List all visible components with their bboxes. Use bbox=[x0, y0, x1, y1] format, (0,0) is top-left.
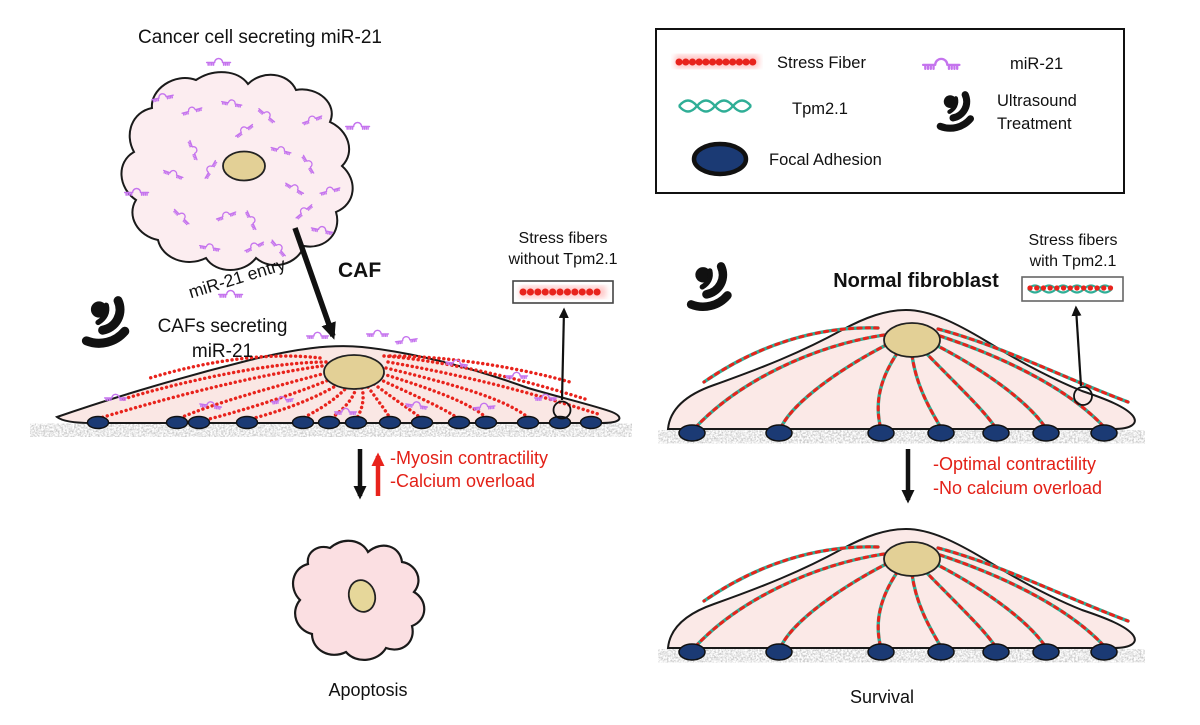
normal-fibroblast-label: Normal fibroblast bbox=[833, 270, 999, 292]
caf-effects-label: -Myosin contractility -Calcium overload bbox=[390, 448, 549, 491]
legend-mir21-label: miR-21 bbox=[1010, 55, 1064, 73]
survival-label: Survival bbox=[849, 687, 915, 707]
caf-nucleus bbox=[323, 354, 385, 390]
tpm21-icon bbox=[678, 99, 752, 113]
caf-focal-adhesions bbox=[86, 415, 603, 430]
mir21-entry-arrow bbox=[292, 227, 336, 340]
cancer-cell bbox=[120, 71, 354, 271]
apoptotic-cell-nucleus bbox=[347, 579, 377, 613]
ultrasound-icon-right bbox=[691, 266, 727, 306]
inset-right-label: Stress fibers with Tpm2.1 bbox=[1028, 232, 1118, 270]
cancer-cell-nucleus bbox=[222, 150, 266, 182]
caf-label: CAF bbox=[338, 259, 382, 282]
apoptosis-label: Apoptosis bbox=[328, 680, 408, 700]
cancer-cell-title: Cancer cell secreting miR-21 bbox=[138, 27, 382, 48]
apoptotic-cell bbox=[291, 539, 426, 661]
legend-focal-adhesion-label: Focal Adhesion bbox=[769, 151, 882, 169]
ultrasound-icon-left bbox=[86, 301, 124, 344]
stress-fiber-icon bbox=[675, 55, 759, 68]
cafs-secreting-label: CAFs secreting miR-21 bbox=[157, 316, 288, 362]
caf-cell bbox=[30, 345, 632, 437]
legend-stress-fiber-label: Stress Fiber bbox=[777, 54, 866, 72]
surviving-cell bbox=[658, 529, 1145, 663]
normal-effects-label: -Optimal contractility -No calcium overl… bbox=[933, 454, 1103, 498]
inset-left-label: Stress fibers without Tpm2.1 bbox=[508, 230, 618, 268]
normal-fibroblast-cell bbox=[658, 310, 1145, 444]
legend-box: Stress Fiber Tpm2.1 Focal Adhesion miR-2… bbox=[655, 28, 1125, 194]
mir21-icon bbox=[921, 57, 961, 71]
legend-ultrasound-label: Ultrasound Treatment bbox=[997, 92, 1077, 133]
inset-without-tpm bbox=[512, 280, 614, 420]
inset-with-tpm bbox=[1021, 276, 1124, 406]
ultrasound-icon bbox=[933, 88, 981, 136]
focal-adhesion-icon bbox=[691, 141, 749, 177]
legend-tpm-label: Tpm2.1 bbox=[792, 100, 848, 118]
